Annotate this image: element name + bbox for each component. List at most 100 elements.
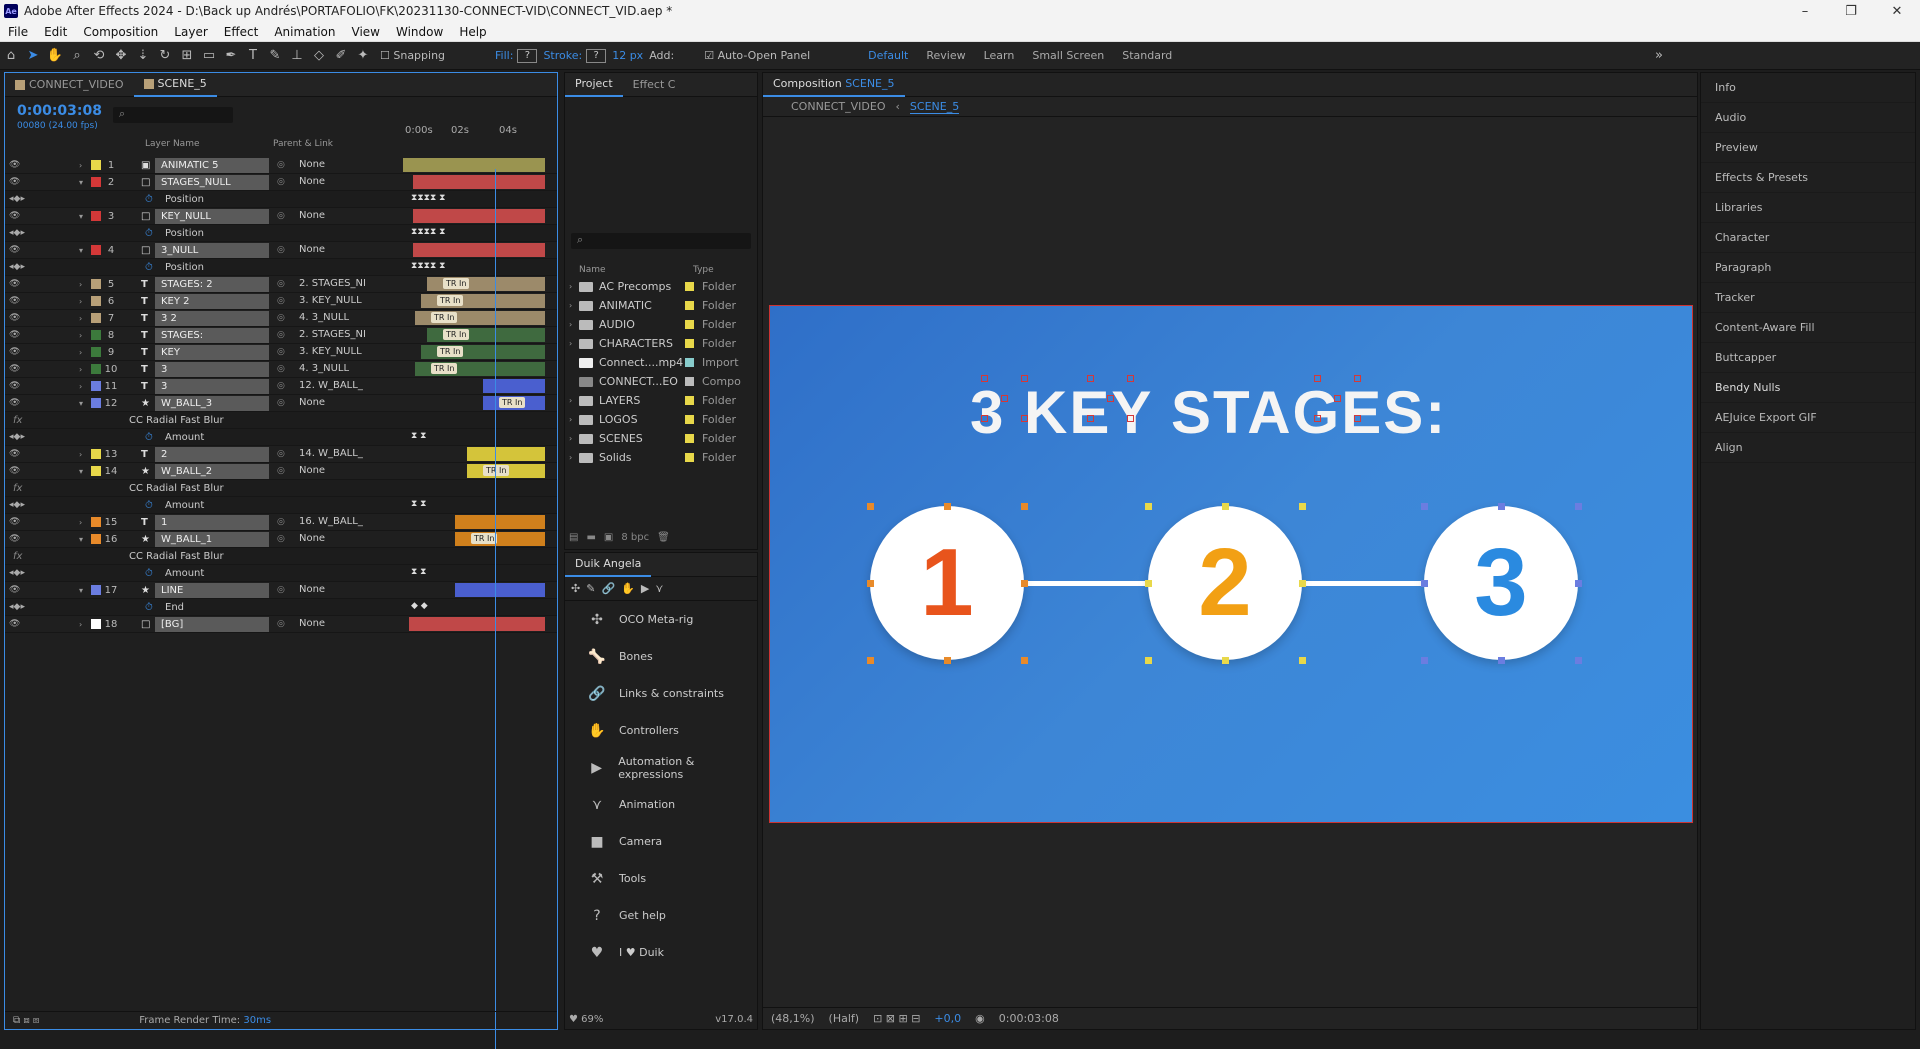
layer-row[interactable]: 👁▾2□STAGES_NULL◎None: [5, 174, 557, 191]
panel-align[interactable]: Align: [1701, 433, 1915, 463]
pen-tool-icon[interactable]: ✒: [225, 48, 237, 63]
zoom-tool-icon[interactable]: ⌕: [73, 48, 81, 63]
visibility-icon[interactable]: 👁: [9, 585, 21, 595]
playhead[interactable]: [495, 169, 496, 1049]
roto-brush-icon[interactable]: ✐: [335, 48, 347, 63]
pickwhip-icon[interactable]: ◎: [277, 466, 285, 476]
null-handle[interactable]: [1127, 415, 1134, 422]
duik-item-get-help[interactable]: ?Get help: [565, 897, 757, 934]
label-color-swatch[interactable]: [91, 619, 101, 629]
visibility-icon[interactable]: 👁: [9, 381, 21, 391]
transform-handle[interactable]: [1222, 657, 1229, 664]
keyframes[interactable]: ⧗ ⧗: [411, 567, 427, 577]
fill-label[interactable]: Fill:: [495, 49, 514, 62]
layer-name[interactable]: 2: [155, 446, 269, 462]
home-icon[interactable]: ⌂: [6, 48, 16, 63]
collapse-triangle-icon[interactable]: ▾: [79, 585, 84, 595]
expand-triangle-icon[interactable]: ›: [79, 347, 83, 357]
collapse-triangle-icon[interactable]: ▾: [79, 245, 84, 255]
timeline-tab-scene_5[interactable]: SCENE_5: [133, 73, 217, 97]
label-color-swatch[interactable]: [685, 301, 694, 310]
expand-triangle-icon[interactable]: ›: [79, 279, 83, 289]
parent-dropdown[interactable]: None: [299, 244, 326, 255]
stopwatch-icon[interactable]: ⏱: [145, 261, 153, 273]
expand-triangle-icon[interactable]: ›: [569, 453, 573, 462]
visibility-icon[interactable]: 👁: [9, 398, 21, 408]
parent-dropdown[interactable]: 2. STAGES_NI: [299, 329, 366, 340]
marker-label[interactable]: TR In: [431, 363, 458, 374]
property-row[interactable]: ◂◆▸⏱End◆ ◆: [5, 599, 557, 616]
transform-handle[interactable]: [867, 657, 874, 664]
keyframes[interactable]: ⧗ ⧗: [411, 499, 427, 509]
rectangle-tool-icon[interactable]: ▭: [202, 48, 216, 63]
pickwhip-icon[interactable]: ◎: [277, 534, 285, 544]
viewer-timecode[interactable]: 0:00:03:08: [998, 1012, 1059, 1025]
transform-handle[interactable]: [1498, 657, 1505, 664]
parent-dropdown[interactable]: None: [299, 397, 326, 408]
layer-name[interactable]: KEY_NULL: [155, 208, 269, 224]
duik-tool-icon[interactable]: ✋: [621, 582, 635, 595]
label-color-swatch[interactable]: [685, 434, 694, 443]
dolly-tool-icon[interactable]: ⇣: [137, 48, 149, 63]
layer-name[interactable]: STAGES: 2: [155, 276, 269, 292]
expand-triangle-icon[interactable]: ›: [569, 282, 573, 291]
keyframe-nav-icon[interactable]: ◂◆▸: [9, 432, 25, 442]
label-color-swatch[interactable]: [685, 415, 694, 424]
more-workspaces-icon[interactable]: »: [1655, 48, 1663, 63]
transform-handle[interactable]: [944, 503, 951, 510]
parent-dropdown[interactable]: 4. 3_NULL: [299, 363, 350, 374]
collapse-triangle-icon[interactable]: ▾: [79, 211, 84, 221]
transform-handle[interactable]: [1421, 503, 1428, 510]
stroke-label[interactable]: Stroke:: [543, 49, 583, 62]
viewer-options-icons[interactable]: ⊡ ⊠ ⊞ ⊟: [873, 1012, 921, 1025]
duik-item-bones[interactable]: 🦴Bones: [565, 638, 757, 675]
menu-item-layer[interactable]: Layer: [174, 24, 208, 39]
duik-item-links-constraints[interactable]: 🔗Links & constraints: [565, 675, 757, 712]
stopwatch-icon[interactable]: ⏱: [145, 567, 153, 579]
collapse-triangle-icon[interactable]: ▾: [79, 466, 84, 476]
layer-name[interactable]: W_BALL_2: [155, 463, 269, 479]
expand-triangle-icon[interactable]: ›: [569, 301, 573, 310]
stroke-width[interactable]: 12 px: [612, 49, 644, 62]
duik-item-i-duik[interactable]: ♥I ♥ Duik: [565, 934, 757, 971]
duik-tool-icon[interactable]: ▶: [640, 582, 650, 595]
expand-triangle-icon[interactable]: ›: [79, 517, 83, 527]
effect-name[interactable]: CC Radial Fast Blur: [129, 550, 224, 562]
null-handle[interactable]: [1087, 375, 1094, 382]
expand-triangle-icon[interactable]: ›: [79, 364, 83, 374]
layer-search-input[interactable]: ⌕: [113, 107, 233, 123]
keyframe-nav-icon[interactable]: ◂◆▸: [9, 602, 25, 612]
workspace-small-screen[interactable]: Small Screen: [1032, 49, 1105, 62]
pickwhip-icon[interactable]: ◎: [277, 619, 285, 629]
workspace-default[interactable]: Default: [868, 49, 909, 62]
brush-tool-icon[interactable]: ✎: [269, 48, 281, 63]
menu-item-animation[interactable]: Animation: [274, 24, 336, 39]
keyframes[interactable]: ⧗ ⧗: [411, 431, 427, 441]
duik-item-tools[interactable]: ⚒Tools: [565, 860, 757, 897]
keyframes[interactable]: ⧗⧗⧗⧗ ⧗: [411, 227, 446, 237]
timeline-tab-connect_video[interactable]: CONNECT_VIDEO: [5, 73, 134, 97]
parent-dropdown[interactable]: None: [299, 176, 326, 187]
layer-row[interactable]: 👁›1▣ANIMATIC 5◎None: [5, 157, 557, 174]
layer-duration-bar[interactable]: [455, 515, 545, 529]
duik-zoom[interactable]: ♥ 69%: [569, 1014, 604, 1025]
expand-triangle-icon[interactable]: ›: [79, 449, 83, 459]
transform-handle[interactable]: [1145, 657, 1152, 664]
duik-item-camera[interactable]: ■Camera: [565, 823, 757, 860]
transform-handle[interactable]: [1299, 503, 1306, 510]
clone-stamp-icon[interactable]: ⊥: [291, 48, 303, 63]
marker-label[interactable]: TR In: [483, 465, 510, 476]
expand-triangle-icon[interactable]: ›: [569, 415, 573, 424]
duik-item-oco-meta-rig[interactable]: ✣OCO Meta-rig: [565, 601, 757, 638]
transform-handle[interactable]: [944, 657, 951, 664]
expand-triangle-icon[interactable]: ›: [79, 160, 83, 170]
pickwhip-icon[interactable]: ◎: [277, 517, 285, 527]
